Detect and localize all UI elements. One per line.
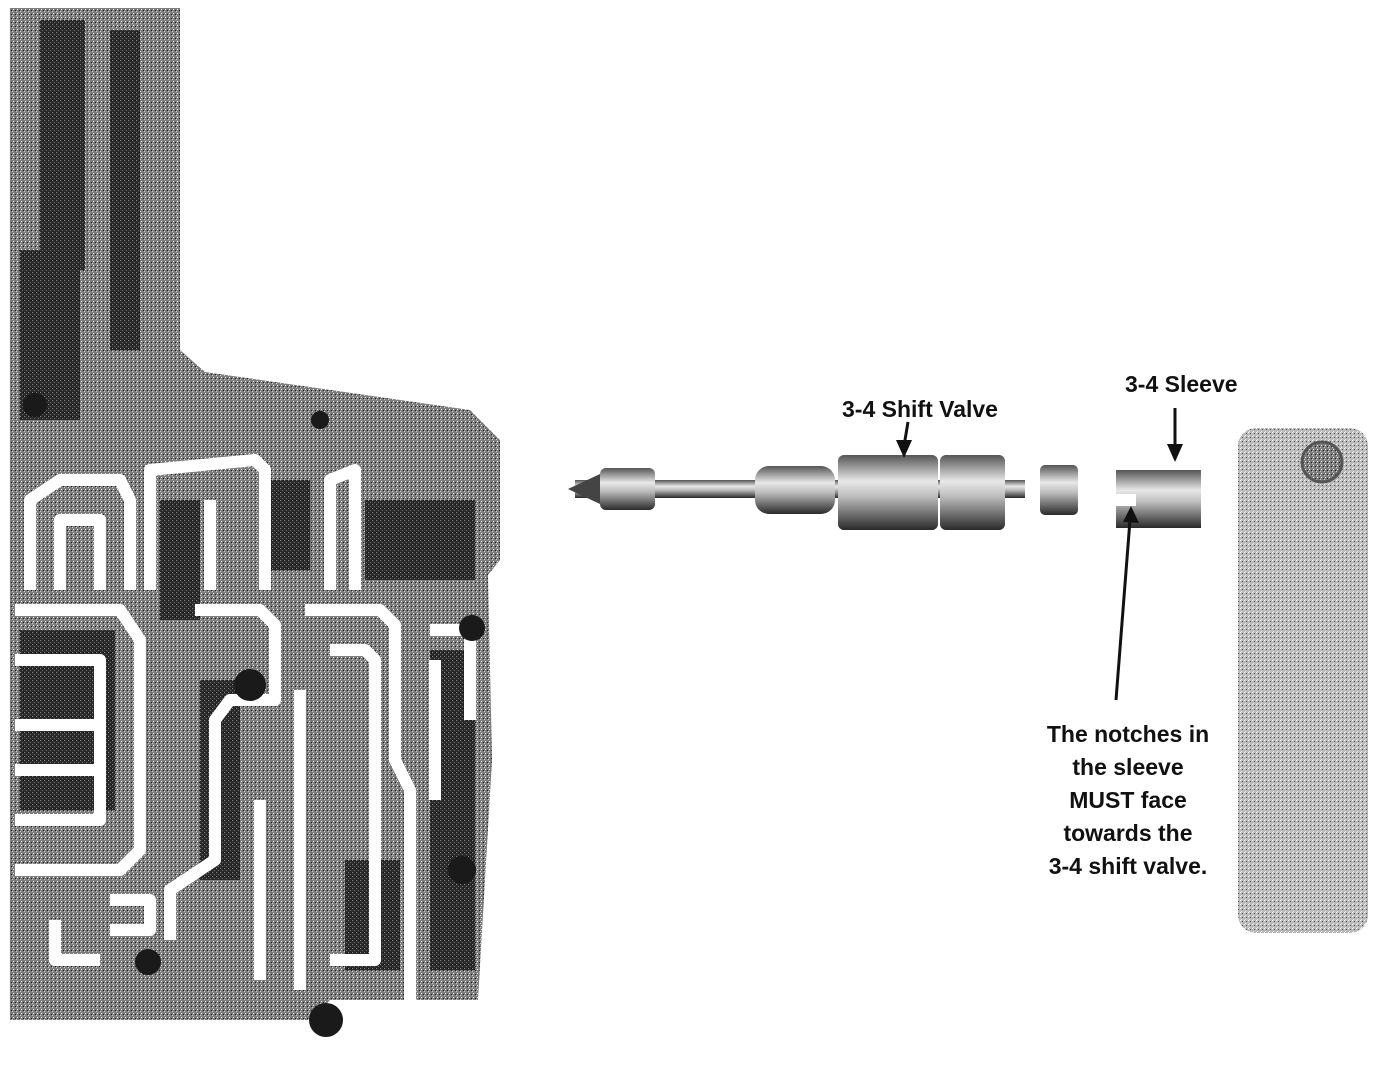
note-line: towards the (1063, 820, 1193, 846)
sleeve-label: 3-4 Sleeve (1125, 371, 1238, 397)
valve-tip (568, 474, 600, 504)
retainer-plate-body (1238, 428, 1368, 933)
notch-leader-head (1123, 506, 1139, 523)
shift-valve-arrow-head (896, 440, 912, 458)
casting-passages (15, 454, 476, 1000)
valve-body-casting (10, 8, 500, 1037)
note-line: The notches in (1046, 721, 1210, 747)
casting-holes (23, 393, 485, 1037)
sleeve-notch (1116, 494, 1136, 506)
retainer-plate (1238, 428, 1368, 933)
note-line: MUST face (1069, 787, 1187, 813)
notch-leader-line (1114, 519, 1132, 701)
valve-land-4 (940, 455, 1005, 530)
shift-valve-3-4 (568, 455, 1078, 530)
leader-lines (896, 408, 1183, 701)
valve-land-5 (1040, 465, 1078, 515)
orientation-note: The notches in the sleeve MUST face towa… (1018, 718, 1238, 883)
shift-valve-label: 3-4 Shift Valve (842, 396, 998, 422)
note-line: the sleeve (1072, 754, 1184, 780)
valve-land-3 (838, 455, 938, 530)
valve-land-1 (600, 468, 655, 510)
retainer-plate-hole (1300, 440, 1344, 484)
sleeve-arrow-head (1167, 444, 1183, 462)
note-line: 3-4 shift valve. (1048, 853, 1208, 879)
valve-land-2 (755, 466, 835, 514)
